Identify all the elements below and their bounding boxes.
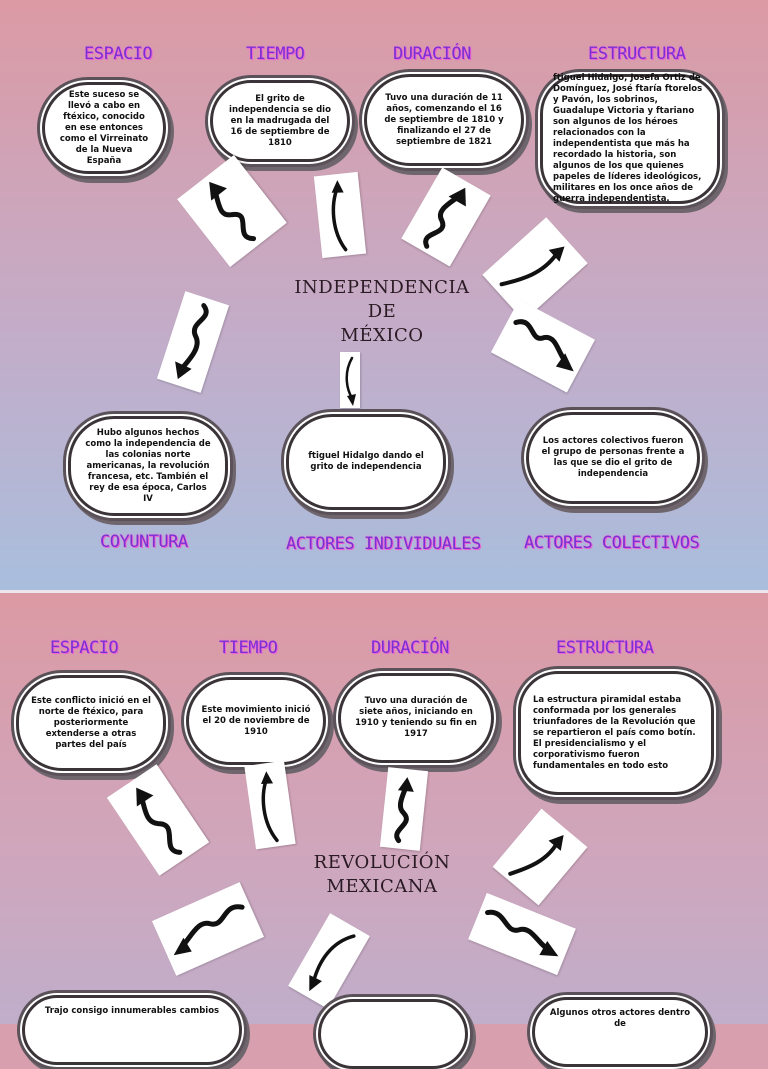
cloud-actores-individuales: ftiguel Hidalgo dando el grito de indepe… — [286, 414, 446, 510]
cloud-estructura-text: ftiguel Hidalgo, Josefa Ortiz de Domíngu… — [553, 73, 703, 204]
cloud-espacio: Este conflicto inició en el norte de fté… — [16, 675, 166, 771]
panel-separator — [0, 590, 768, 593]
arrow-to-actores-colectivos — [468, 892, 576, 976]
arrow-to-coyuntura — [156, 291, 230, 393]
arrow-to-actores-individuales — [288, 913, 370, 1009]
cloud-estructura: La estructura piramidal estaba conformad… — [518, 671, 714, 795]
arrow-to-duracion — [379, 767, 429, 851]
arrow-to-tiempo — [244, 760, 296, 850]
label-coyuntura: COYUNTURA — [100, 532, 188, 552]
cloud-actores-individuales-text: ftiguel Hidalgo dando el grito de indepe… — [308, 451, 424, 472]
cloud-coyuntura-text: Trajo consigo innumerables cambios — [44, 1006, 220, 1016]
central-title-line1: REVOLUCIÓN — [313, 852, 451, 873]
label-espacio: ESPACIO — [84, 44, 153, 64]
arrow-to-estructura — [482, 217, 588, 321]
label-espacio: ESPACIO — [50, 638, 119, 658]
curly-arrow-icon — [394, 777, 414, 844]
cloud-duracion-text: Tuvo una duración de siete años, inician… — [355, 696, 477, 739]
diagram-panel-independencia: ESPACIO TIEMPO DURACIÓN ESTRUCTURA Este … — [0, 0, 768, 590]
central-title-revolucion: REVOLUCIÓN MEXICANA — [302, 851, 462, 899]
label-duracion: DURACIÓN — [393, 44, 471, 64]
cloud-estructura: ftiguel Hidalgo, Josefa Ortiz de Domíngu… — [540, 73, 720, 204]
curved-arrow-icon — [260, 771, 279, 843]
arrow-to-estructura — [492, 808, 588, 906]
arrow-to-actores-colectivos — [490, 299, 596, 393]
cloud-duracion: Tuvo una duración de 11 años, comenzando… — [364, 74, 524, 166]
arrow-to-tiempo — [313, 171, 367, 259]
central-title-independencia: INDEPENDENCIA DE MÉXICO — [282, 276, 482, 348]
cloud-actores-colectivos-text: Los actores colectivos fueron el grupo d… — [541, 436, 685, 479]
cloud-coyuntura: Hubo algunos hechos como la independenci… — [68, 416, 228, 516]
curly-arrow-icon — [173, 904, 245, 956]
central-title-line2: MEXICANA — [326, 876, 438, 897]
arrow-to-duracion — [401, 167, 491, 267]
curly-arrow-icon — [209, 181, 257, 242]
cloud-actores-colectivos: Algunos otros actores dentro de — [532, 997, 708, 1067]
cloud-actores-individuales — [318, 999, 468, 1069]
cloud-coyuntura-text: Hubo algunos hechos como la independenci… — [85, 427, 211, 504]
cloud-tiempo-text: El grito de independencia se dio en la m… — [229, 93, 331, 148]
cloud-tiempo: Este movimiento inició el 20 de noviembr… — [186, 677, 326, 765]
arrow-to-coyuntura — [151, 882, 265, 976]
cloud-tiempo-text: Este movimiento inició el 20 de noviembr… — [201, 704, 311, 737]
cloud-espacio-text: Este suceso se llevó a cabo en ftéxico, … — [59, 89, 149, 166]
label-estructura: ESTRUCTURA — [588, 44, 686, 64]
curved-arrow-icon — [508, 835, 564, 876]
cloud-tiempo: El grito de independencia se dio en la m… — [210, 80, 350, 162]
curly-arrow-icon — [485, 910, 559, 957]
label-tiempo: TIEMPO — [246, 44, 305, 64]
cloud-espacio-text: Este conflicto inició en el norte de fté… — [31, 695, 151, 750]
label-actores-colectivos: ACTORES COLECTIVOS — [524, 533, 700, 553]
curly-arrow-icon — [175, 303, 209, 380]
cloud-estructura-text: La estructura piramidal estaba conformad… — [533, 694, 696, 771]
curved-arrow-icon — [345, 356, 356, 406]
cloud-duracion: Tuvo una duración de siete años, inician… — [338, 673, 494, 763]
curly-arrow-icon — [136, 787, 183, 855]
curved-arrow-icon — [309, 934, 356, 992]
curly-arrow-icon — [513, 319, 574, 372]
arrow-to-espacio — [177, 154, 287, 268]
label-duracion: DURACIÓN — [371, 638, 449, 658]
label-actores-individuales: ACTORES INDIVIDUALES — [286, 534, 481, 554]
label-estructura: ESTRUCTURA — [556, 638, 654, 658]
curved-arrow-icon — [331, 180, 348, 252]
label-tiempo: TIEMPO — [219, 638, 278, 658]
cloud-duracion-text: Tuvo una duración de 11 años, comenzando… — [384, 92, 504, 147]
cloud-actores-colectivos-text: Algunos otros actores dentro de — [549, 1008, 691, 1029]
curved-arrow-icon — [499, 246, 565, 287]
cloud-espacio: Este suceso se llevó a cabo en ftéxico, … — [42, 82, 166, 174]
arrow-to-espacio — [106, 764, 210, 876]
central-title-line1: INDEPENDENCIA DE — [294, 277, 470, 322]
cloud-coyuntura: Trajo consigo innumerables cambios — [22, 995, 242, 1065]
cloud-actores-colectivos: Los actores colectivos fueron el grupo d… — [526, 412, 700, 504]
central-title-line2: MÉXICO — [340, 325, 424, 346]
diagram-panel-revolucion: ESPACIO TIEMPO DURACIÓN ESTRUCTURA Este … — [0, 593, 768, 1069]
arrow-to-actores-individuales — [340, 352, 360, 408]
curly-arrow-icon — [423, 187, 466, 249]
